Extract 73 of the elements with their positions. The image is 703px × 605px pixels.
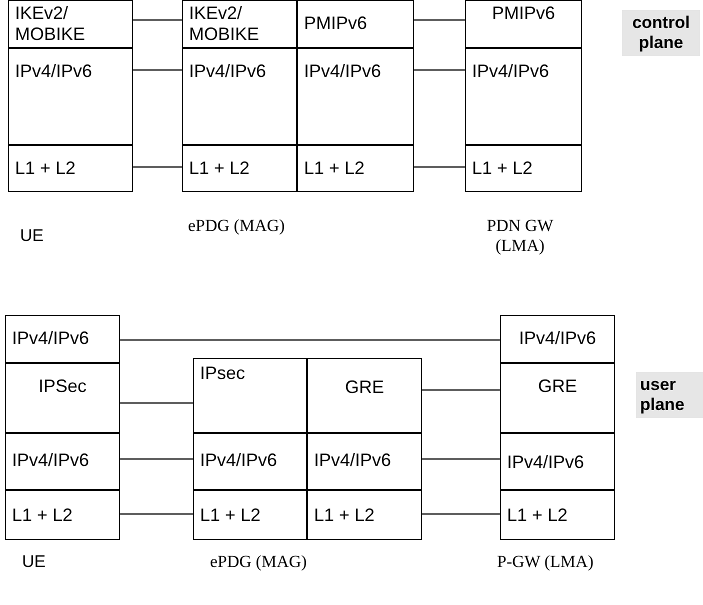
layer-name: IPv4/IPv6 [12,328,90,348]
layer-name: IKEv2/ MOBIKE [189,3,260,44]
protocol-layer-box [5,363,120,433]
protocol-layer-box [8,48,133,145]
plane-label: control plane [622,10,700,56]
connector-line [422,513,500,515]
protocol-layer-box [307,490,422,540]
layer-name: GRE [344,377,384,397]
node-caption: ePDG (MAG) [188,216,286,236]
connector-line [133,19,182,21]
connector-line [120,513,193,515]
plane-label: user plane [636,372,703,418]
protocol-layer-box [297,145,414,192]
connector-line [133,166,182,168]
layer-name: IPv4/IPv6 [200,450,278,470]
layer-name: IKEv2/ MOBIKE [15,3,86,44]
connector-line [422,458,500,460]
protocol-layer-box [297,0,414,48]
connector-line [414,19,465,21]
connector-line [422,389,500,391]
connector-line [120,402,193,404]
protocol-layer-box [182,145,297,192]
layer-name: PMIPv6 [492,3,556,23]
connector-line [133,69,182,71]
protocol-layer-box [182,48,297,145]
layer-name: L1 + L2 [15,158,76,178]
protocol-layer-box [500,315,615,363]
layer-name: L1 + L2 [200,505,261,525]
protocol-layer-box [5,490,120,540]
protocol-layer-box [297,48,414,145]
node-caption: UE [20,226,45,246]
protocol-layer-box [182,0,297,48]
connector-line [414,166,465,168]
layer-name: L1 + L2 [304,158,365,178]
layer-name: PMIPv6 [304,13,368,33]
layer-name: IPv4/IPv6 [304,61,382,81]
layer-name: IPv4/IPv6 [314,450,392,470]
node-caption: PDN GW (LMA) [486,216,554,256]
layer-name: IPv4/IPv6 [518,328,596,348]
connector-line [414,69,465,71]
layer-name: L1 + L2 [507,505,568,525]
protocol-layer-box [307,433,422,490]
layer-name: IPv4/IPv6 [12,450,90,470]
protocol-layer-box [193,433,307,490]
layer-name: IPSec [38,376,87,396]
protocol-layer-box [193,358,307,433]
protocol-layer-box [8,0,133,48]
protocol-layer-box [8,145,133,192]
node-caption: ePDG (MAG) [210,552,308,572]
protocol-layer-box [307,358,422,433]
layer-name: L1 + L2 [12,505,73,525]
protocol-layer-box [500,490,615,540]
connector-line [120,339,500,341]
layer-name: L1 + L2 [189,158,250,178]
protocol-layer-box [465,0,582,48]
node-caption: P-GW (LMA) [497,552,594,572]
layer-name: L1 + L2 [314,505,375,525]
layer-name: L1 + L2 [472,158,533,178]
layer-name: IPsec [200,363,246,383]
node-caption: UE [22,552,47,572]
protocol-layer-box [5,433,120,490]
protocol-layer-box [465,48,582,145]
layer-name: IPv4/IPv6 [189,61,266,81]
protocol-layer-box [500,433,615,490]
layer-name: IPv4/IPv6 [472,61,550,81]
protocol-layer-box [465,145,582,192]
connector-line [120,458,193,460]
protocol-layer-box [193,490,307,540]
layer-name: GRE [538,376,577,396]
layer-name: IPv4/IPv6 [507,452,584,472]
protocol-layer-box [500,363,615,433]
layer-name: IPv4/IPv6 [15,61,92,81]
protocol-layer-box [5,315,120,363]
